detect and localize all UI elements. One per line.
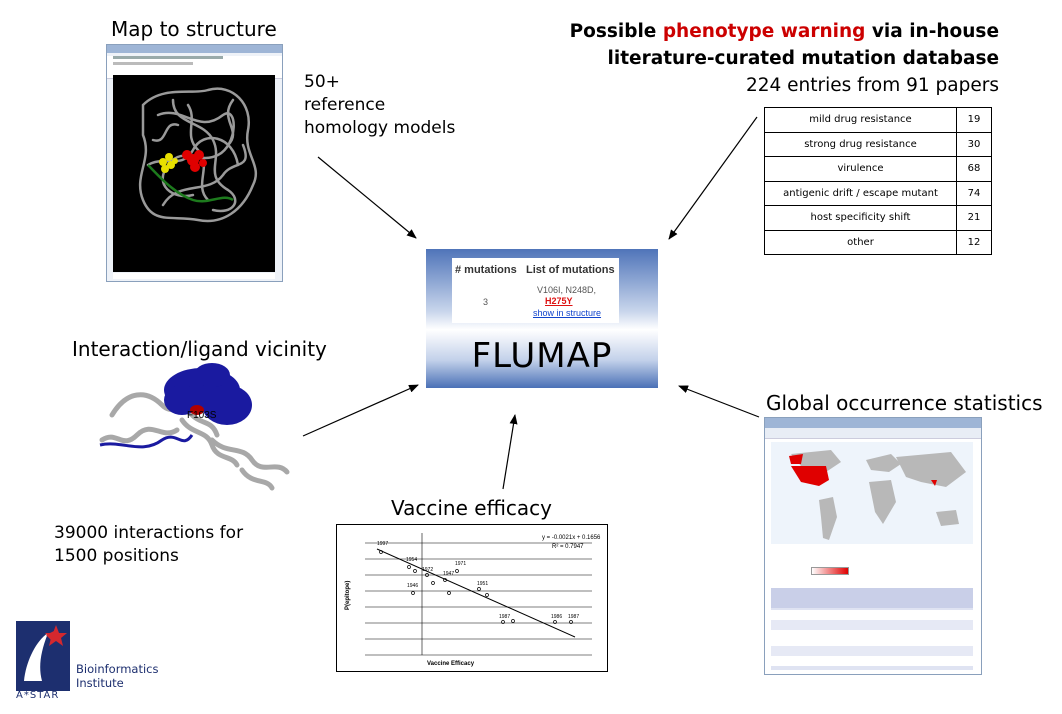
highlighted-mutation-link[interactable]: H275Y	[545, 296, 573, 306]
svg-text:1972: 1972	[422, 567, 433, 573]
arrow-structure	[317, 156, 417, 239]
phenotype-category: other	[764, 229, 957, 255]
astar-logo-icon	[16, 621, 70, 691]
svg-text:Vaccine Efficacy: Vaccine Efficacy	[427, 661, 475, 667]
protein-structure-svg	[138, 87, 258, 223]
mutation-label: F103S	[187, 410, 217, 421]
svg-text:1987: 1987	[499, 614, 510, 620]
astar-wordmark: A*STAR	[16, 690, 60, 701]
phenotype-warning-text: Possible phenotype warning via in-house …	[569, 21, 999, 96]
arrow-vaccine	[502, 414, 518, 490]
heading-map-to-structure: Map to structure	[111, 17, 277, 41]
svg-text:1986: 1986	[551, 614, 562, 620]
svg-text:1954: 1954	[406, 557, 417, 563]
svg-text:1971: 1971	[455, 561, 466, 567]
global-occurrence-screenshot	[764, 417, 982, 675]
svg-text:1987: 1987	[568, 614, 579, 620]
arrow-global	[678, 385, 760, 418]
vaccine-efficacy-chart: 1997 1954 1971 1972 1947 1946 1951 1987 1986 1…	[336, 524, 608, 672]
mutation-summary-card: # mutations List of mutations 3 V106I, N…	[452, 258, 619, 323]
svg-text:1946: 1946	[407, 583, 418, 589]
structure-viewer-screenshot	[106, 44, 283, 282]
models-note: 50+ reference homology models	[304, 72, 456, 138]
heading-interaction: Interaction/ligand vicinity	[72, 337, 327, 361]
window-titlebar	[107, 45, 282, 53]
mutations-list-header: List of mutations	[526, 264, 615, 276]
svg-text:R² = 0.7947: R² = 0.7947	[552, 544, 584, 550]
protein-structure-render	[113, 75, 275, 272]
svg-text:1947: 1947	[443, 571, 454, 577]
phenotype-category: host specificity shift	[764, 205, 957, 231]
svg-text:1951: 1951	[477, 581, 488, 587]
institute-name: Bioinformatics Institute	[76, 662, 159, 690]
window-titlebar	[765, 418, 981, 428]
mutations-count-header: # mutations	[455, 264, 517, 276]
flumap-box: # mutations List of mutations 3 V106I, N…	[426, 249, 658, 388]
interactions-note: 39000 interactions for 1500 positions	[54, 523, 244, 566]
mutation-count: 3	[483, 297, 489, 307]
world-map	[771, 442, 973, 544]
heading-vaccine-efficacy: Vaccine efficacy	[391, 496, 552, 520]
arrow-interaction	[302, 384, 419, 437]
svg-text:P(epitope): P(epitope)	[345, 581, 351, 610]
svg-text:1997: 1997	[377, 541, 388, 547]
heading-global-occurrence: Global occurrence statistics	[766, 391, 1043, 415]
occurrence-table	[771, 588, 973, 670]
svg-text:y = -0.0021x + 0.1656: y = -0.0021x + 0.1656	[542, 535, 601, 541]
phenotype-count: 74	[956, 180, 992, 206]
interaction-structure-render: F103S	[99, 363, 290, 491]
phenotype-count: 68	[956, 156, 992, 182]
show-in-structure-link[interactable]: show in structure	[533, 308, 602, 318]
phenotype-count: 12	[956, 229, 992, 255]
arrow-warning	[668, 116, 758, 240]
mutation-list: V106I, N248D,	[537, 285, 597, 295]
flumap-title: FLUMAP	[471, 336, 613, 376]
phenotype-count: 30	[956, 131, 992, 157]
phenotype-count: 19	[956, 107, 992, 133]
phenotype-count: 21	[956, 205, 992, 231]
